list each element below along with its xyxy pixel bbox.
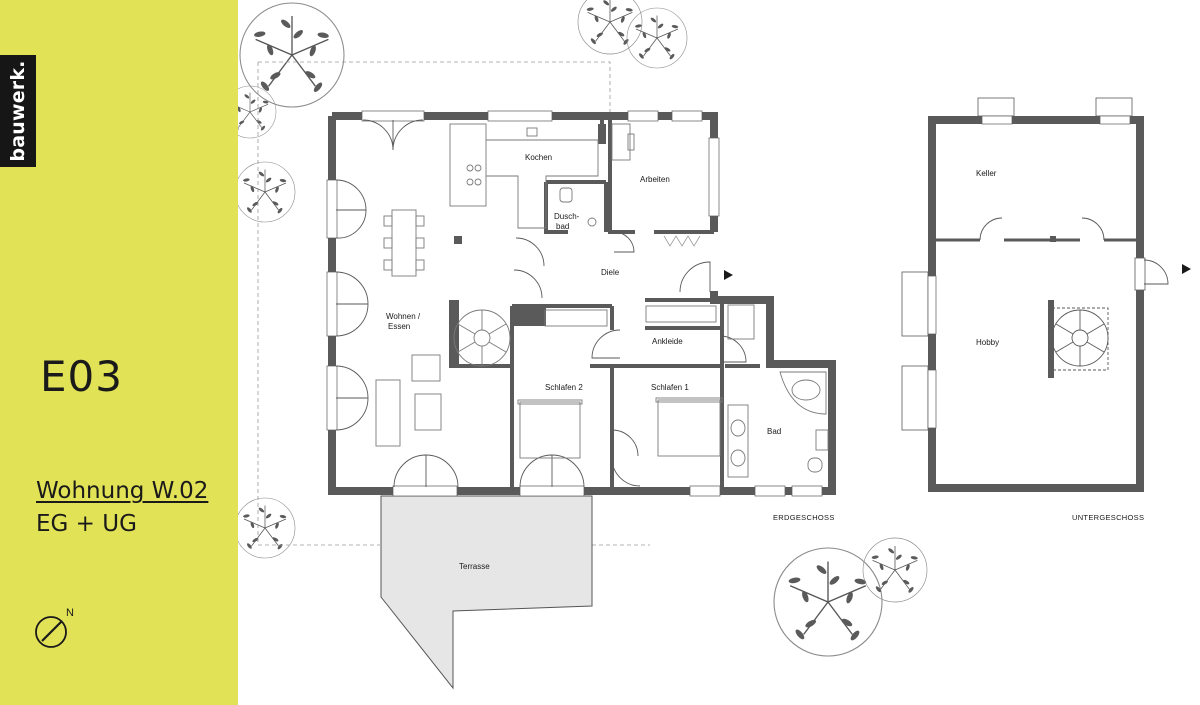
sidebar-panel: bauwerk. E03 Wohnung W.02 EG + UG N	[0, 0, 238, 705]
compass-north-label: N	[66, 607, 74, 619]
terrace-area	[380, 495, 593, 690]
room-label-duschbad-2: bad	[556, 222, 569, 231]
room-label-hobby: Hobby	[976, 338, 999, 347]
room-label-diele: Diele	[601, 268, 620, 277]
room-label-terrasse: Terrasse	[459, 562, 490, 571]
brand-logo-text: bauwerk.	[7, 60, 29, 162]
room-label-schlafen1: Schlafen 1	[651, 383, 689, 392]
room-label-arbeiten: Arbeiten	[640, 175, 670, 184]
room-label-wohnen-2: Essen	[388, 322, 410, 331]
room-labels: Kochen Arbeiten Dusch- bad Diele Wohnen …	[386, 153, 999, 571]
room-label-bad: Bad	[767, 427, 781, 436]
room-label-kochen: Kochen	[525, 153, 552, 162]
property-boundary	[257, 61, 650, 546]
room-label-ankleide: Ankleide	[652, 337, 683, 346]
floor-plan: Kochen Arbeiten Dusch- bad Diele Wohnen …	[238, 0, 1191, 690]
floor-caption-ug: UNTERGESCHOSS	[1072, 513, 1144, 522]
ground-floor-walls	[328, 112, 836, 495]
unit-name: Wohnung W.02	[36, 478, 209, 504]
unit-floors: EG + UG	[36, 511, 137, 537]
room-label-duschbad-1: Dusch-	[554, 212, 580, 221]
basement-walls	[928, 116, 1144, 492]
room-label-keller: Keller	[976, 169, 997, 178]
room-label-wohnen-1: Wohnen /	[386, 312, 421, 321]
unit-code: E03	[40, 352, 123, 401]
brand-logo: bauwerk.	[0, 55, 36, 167]
compass-icon: N	[35, 607, 74, 648]
floor-caption-eg: ERDGESCHOSS	[773, 513, 835, 522]
room-label-schlafen2: Schlafen 2	[545, 383, 583, 392]
